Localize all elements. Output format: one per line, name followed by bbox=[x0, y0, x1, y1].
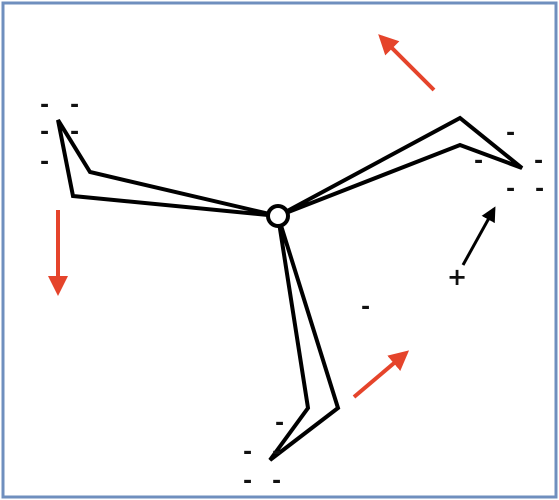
negative-charge-label: - bbox=[70, 93, 79, 118]
negative-charge-label: - bbox=[534, 149, 543, 174]
negative-charge-label: - bbox=[474, 149, 483, 174]
negative-charge-label: - bbox=[70, 120, 79, 145]
central-atom bbox=[268, 206, 288, 226]
negative-charge-label: - bbox=[506, 121, 515, 146]
positive-charge-label: + bbox=[447, 263, 467, 291]
arrow-up-left bbox=[381, 37, 434, 90]
negative-charge-label: - bbox=[243, 440, 252, 465]
negative-charge-label: - bbox=[506, 177, 515, 202]
left-arm-position-a bbox=[58, 120, 278, 216]
dipole-arrow bbox=[463, 209, 494, 265]
right-arm bbox=[278, 118, 522, 216]
negative-charge-label: - bbox=[361, 295, 370, 320]
negative-charge-label: - bbox=[40, 93, 49, 118]
negative-charge-label: - bbox=[243, 469, 252, 494]
left-arm bbox=[58, 120, 278, 216]
negative-charge-label: - bbox=[272, 440, 281, 465]
right-arm-position-a bbox=[278, 118, 522, 216]
negative-charge-label: - bbox=[535, 177, 544, 202]
negative-charge-label: - bbox=[272, 469, 281, 494]
negative-charge-label: - bbox=[40, 150, 49, 175]
negative-charge-label: - bbox=[40, 120, 49, 145]
negative-charge-label: - bbox=[275, 411, 284, 436]
arrow-up-right bbox=[354, 353, 406, 397]
